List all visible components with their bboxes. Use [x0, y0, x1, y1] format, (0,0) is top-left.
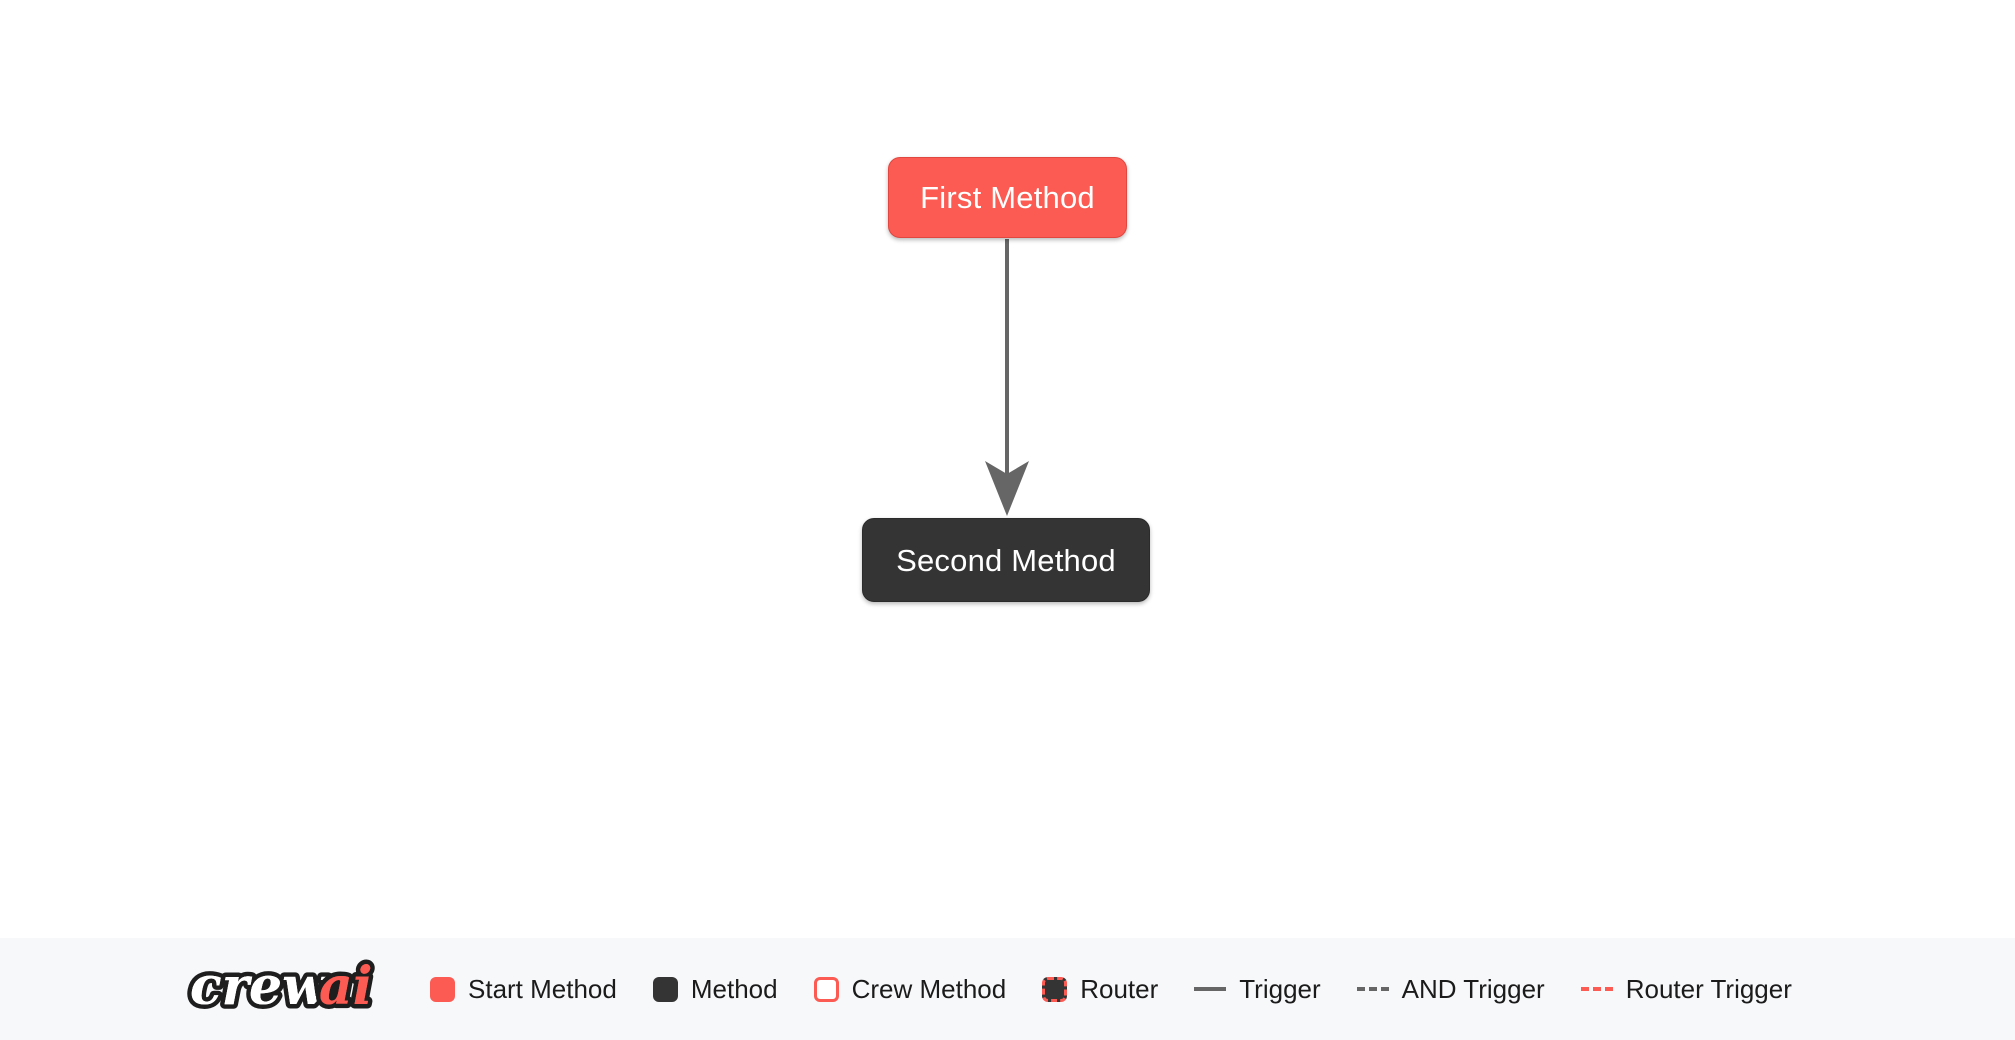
svg-text:ai: ai	[319, 958, 372, 1017]
legend-label: Start Method	[468, 974, 617, 1004]
node-second-method[interactable]: Second Method	[862, 518, 1150, 602]
crew-method-swatch-icon	[813, 976, 839, 1002]
crewai-logo: crew crew ai ai	[186, 958, 377, 1020]
arrowhead-icon	[985, 461, 1029, 516]
legend-item-router: Router	[1042, 976, 1158, 1002]
legend-label: Crew Method	[851, 974, 1007, 1004]
start-method-swatch-icon	[430, 976, 455, 1002]
legend-item-router-trigger: Router Trigger	[1580, 974, 1792, 1004]
legend-label: Router Trigger	[1625, 974, 1792, 1004]
method-swatch-icon	[652, 976, 678, 1002]
node-label: First Method	[920, 180, 1095, 215]
legend-items: Start Method Method Crew Method Router T…	[430, 976, 1792, 1002]
solid-line-icon	[1194, 987, 1227, 991]
dashed-red-line-icon	[1580, 987, 1613, 991]
svg-text:crew: crew	[190, 958, 329, 1017]
node-label: Second Method	[896, 542, 1116, 578]
legend-item-trigger: Trigger	[1194, 974, 1321, 1004]
legend-label: Router	[1080, 974, 1159, 1004]
legend-bar: crew crew ai ai Start Method Method Crew…	[0, 938, 2015, 1040]
svg-text:crew: crew	[190, 958, 329, 1017]
legend-label: AND Trigger	[1401, 974, 1545, 1004]
edge-first-to-second	[985, 239, 1029, 516]
legend-label: Method	[690, 974, 778, 1004]
legend-item-crew-method: Crew Method	[813, 974, 1007, 1004]
legend-label: Trigger	[1239, 974, 1321, 1004]
legend-item-and-trigger: AND Trigger	[1356, 974, 1545, 1004]
legend-item-start-method: Start Method	[430, 976, 617, 1002]
flow-canvas[interactable]: First Method Second Method	[0, 0, 2015, 938]
edge-layer	[985, 239, 1029, 516]
dashed-line-icon	[1356, 987, 1389, 991]
node-first-method[interactable]: First Method	[888, 157, 1127, 238]
legend-item-method: Method	[652, 974, 778, 1004]
router-swatch-icon	[1042, 976, 1068, 1002]
svg-text:ai: ai	[319, 958, 372, 1017]
